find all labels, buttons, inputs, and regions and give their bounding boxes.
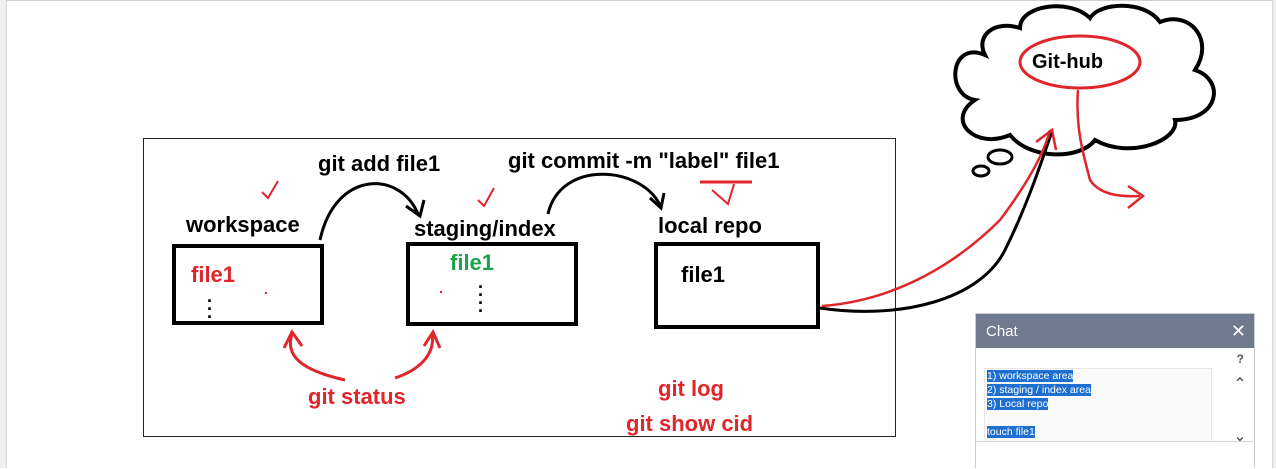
git-commit-command: git commit -m "label" file1	[508, 148, 780, 173]
window-top-border	[0, 0, 1276, 1]
close-icon[interactable]: ✕	[1230, 321, 1246, 341]
push-arrowhead	[1035, 127, 1058, 151]
status-arrow-left-head	[282, 329, 304, 349]
git-status-command: git status	[308, 384, 406, 409]
chat-message: 3) Local repo	[987, 398, 1049, 410]
workspace-file: file1	[191, 262, 236, 287]
tick-local	[711, 183, 735, 206]
git-log-command: git log	[658, 376, 724, 401]
local-repo-file: file1	[681, 262, 726, 287]
red-dot-2	[439, 290, 443, 294]
chat-header: Chat ✕	[976, 314, 1254, 348]
cloud-bubble-2	[971, 164, 991, 178]
local-repo-box	[654, 242, 820, 329]
git-commit-arrowhead	[648, 192, 666, 211]
git-add-arrowhead	[405, 199, 426, 219]
chat-title: Chat	[986, 322, 1018, 340]
github-circle	[1018, 34, 1142, 90]
staging-file: file1	[450, 250, 495, 275]
chat-message: 2) staging / index area	[987, 384, 1091, 396]
window-right-border	[1272, 0, 1276, 468]
staging-ellipsis: ....	[478, 272, 484, 316]
workspace-label: workspace	[186, 212, 300, 237]
push-line-red	[821, 129, 1052, 308]
cloud-bubble-1	[986, 148, 1014, 166]
pull-arrowhead	[1127, 184, 1146, 209]
tick-staging	[477, 187, 495, 208]
help-icon[interactable]: ?	[1236, 352, 1244, 366]
chat-message: 1) workspace area	[987, 370, 1074, 382]
status-arrow-right-head	[422, 328, 442, 349]
window-left-border	[0, 0, 7, 468]
chat-message	[987, 411, 1211, 425]
git-show-command: git show cid	[626, 411, 754, 436]
tick-workspace	[261, 180, 279, 200]
chat-message: touch file1	[987, 426, 1035, 438]
chat-panel: Chat ✕ ? 1) workspace area 2) staging / …	[975, 313, 1255, 469]
chat-scrollbar[interactable]: ⌃ ⌄	[1230, 374, 1250, 446]
github-cloud	[953, 3, 1216, 157]
chat-input[interactable]	[976, 441, 1254, 469]
staging-label: staging/index	[414, 216, 556, 241]
staging-box	[406, 242, 578, 326]
local-repo-label: local repo	[658, 213, 762, 238]
chat-messages[interactable]: 1) workspace area 2) staging / index are…	[984, 368, 1212, 446]
git-add-command: git add file1	[318, 151, 441, 176]
git-commit-arrow	[546, 172, 662, 215]
red-dot-1	[264, 291, 268, 295]
push-line-black	[819, 131, 1054, 313]
chevron-down-icon[interactable]: ⌄	[1233, 428, 1247, 445]
github-label: Git-hub	[1032, 51, 1103, 73]
status-arrow-left	[289, 333, 346, 382]
chevron-up-icon[interactable]: ⌃	[1233, 376, 1247, 393]
workspace-box	[172, 244, 324, 325]
status-arrow-right	[394, 333, 435, 380]
git-add-arrow	[318, 182, 420, 241]
workspace-ellipsis: ...	[207, 286, 213, 322]
pull-line-red	[1076, 89, 1141, 198]
